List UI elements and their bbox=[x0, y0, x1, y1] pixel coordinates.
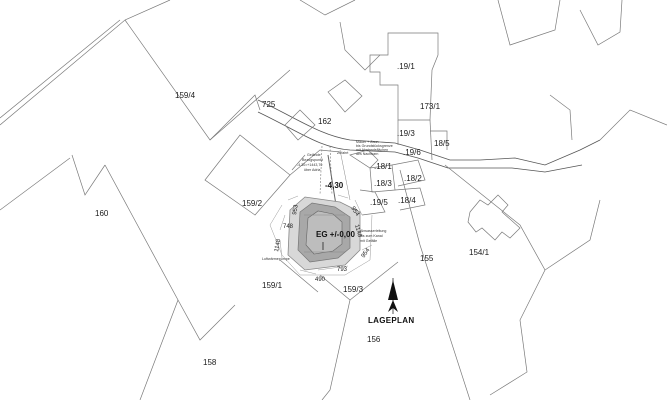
parcel-label-159-1: 159/1 bbox=[262, 281, 283, 290]
building-footprint bbox=[269, 196, 373, 276]
parcel-label-173-1: 173/1 bbox=[420, 102, 441, 111]
parcel-label-725: 725 bbox=[262, 100, 276, 109]
note-text: bis Grundstücksgrenze bbox=[356, 144, 393, 148]
parcel-label-19-5: .19/5 bbox=[370, 198, 388, 207]
note-text: Gelände bbox=[307, 153, 321, 157]
access-path bbox=[319, 145, 351, 206]
parcel-label-18-5: 18/5 bbox=[434, 139, 450, 148]
parcel-label-162: 162 bbox=[318, 117, 332, 126]
parcel-label-18-2: .18/2 bbox=[404, 174, 422, 183]
dimension-label: 490 bbox=[315, 277, 326, 283]
dimension-label: 748 bbox=[283, 224, 294, 230]
parcel-label-159-3: 159/3 bbox=[343, 285, 364, 294]
dimension-label: 954 bbox=[361, 247, 372, 259]
dimension-lines bbox=[279, 194, 373, 275]
parcel-labels: 159/4 725 162 .19/1 173/1 .19/3 18/5 .19… bbox=[95, 62, 490, 367]
dimension-label: 1148 bbox=[274, 238, 282, 252]
parcel-label-155: 155 bbox=[420, 254, 434, 263]
dimension-label: 793 bbox=[337, 267, 348, 273]
note-text: Zufahrt bbox=[337, 151, 348, 155]
dimension-label: 953 bbox=[292, 204, 300, 216]
note-text: Luftwärmepumpe bbox=[262, 257, 290, 261]
plan-title: LAGEPLAN bbox=[368, 316, 414, 325]
note-text: Mauer + Zaun bbox=[356, 140, 378, 144]
plan-notes: Gelände Bezugspunkt -4,30=+1443,70 über … bbox=[262, 140, 393, 261]
parcel-label-18-4: .18/4 bbox=[398, 196, 416, 205]
parcel-label-19-1: .19/1 bbox=[397, 62, 415, 71]
parcel-label-18-1: .18/1 bbox=[374, 162, 392, 171]
north-arrow-icon bbox=[388, 278, 398, 314]
note-text: des Nachbarn bbox=[356, 152, 378, 156]
note-text: Bezugspunkt bbox=[302, 158, 323, 162]
note-text: mit Gefälle bbox=[360, 239, 377, 243]
parcel-label-19-3: .19/3 bbox=[397, 129, 415, 138]
parcel-label-160: 160 bbox=[95, 209, 109, 218]
parcel-label-159-2: 159/2 bbox=[242, 199, 263, 208]
parcel-label-154-1: 154/1 bbox=[469, 248, 490, 257]
parcel-label-19-6: .19/6 bbox=[403, 148, 421, 157]
parcel-label-18-3: .18/3 bbox=[374, 179, 392, 188]
height-reference-label: -4,30 bbox=[325, 181, 344, 190]
floor-level-label: EG +/-0,00 bbox=[316, 230, 355, 239]
note-text: -4,30=+1443,70 bbox=[297, 163, 322, 167]
parcel-label-156: 156 bbox=[367, 335, 381, 344]
note-text: über Adria bbox=[304, 168, 320, 172]
dimension-label: 1148 bbox=[353, 224, 362, 239]
building-labels: EG +/-0,00 -4,30 953 748 1148 954 1148 7… bbox=[274, 181, 372, 283]
note-text: Abwasserleitung bbox=[360, 229, 386, 233]
parcel-label-158: 158 bbox=[203, 358, 217, 367]
note-text: mit Abstandsflächen bbox=[356, 148, 388, 152]
parcel-label-159-4: 159/4 bbox=[175, 91, 196, 100]
dimension-label: 954 bbox=[349, 206, 360, 218]
note-text: bis zum Kanal bbox=[360, 234, 383, 238]
